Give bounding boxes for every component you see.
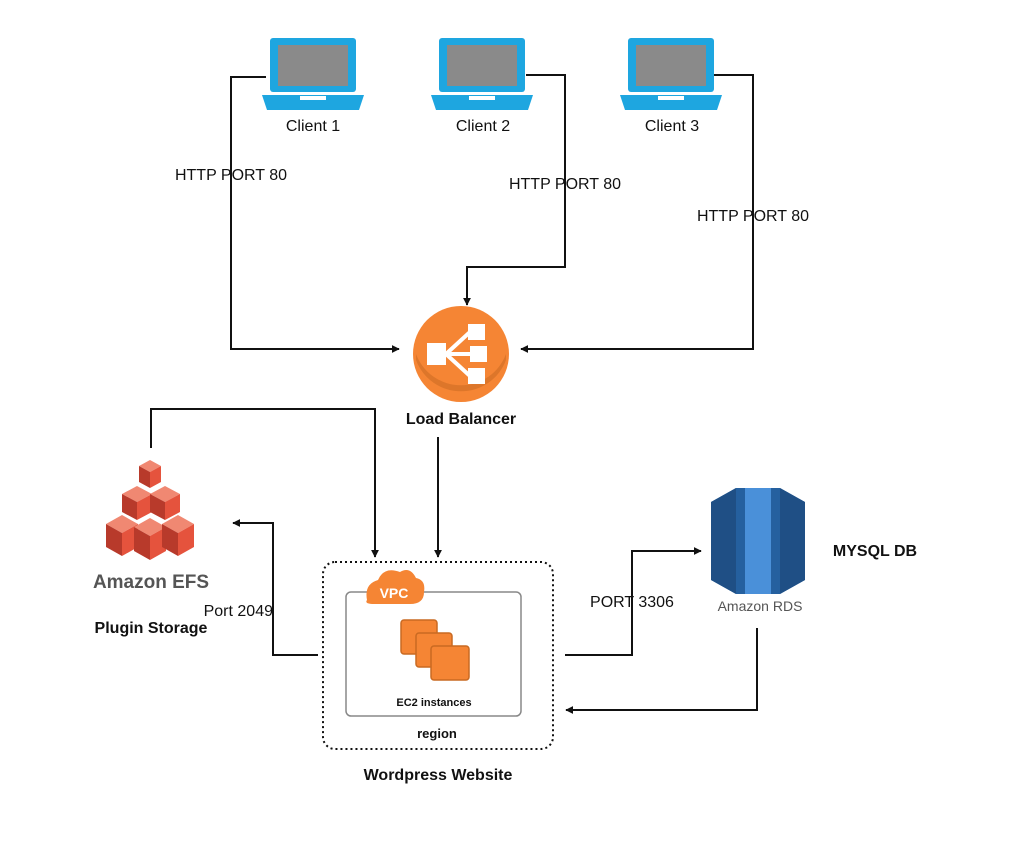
client2-to-lb-connector bbox=[463, 74, 566, 306]
website-to-efs-connector bbox=[232, 519, 318, 656]
rds-database-icon bbox=[711, 488, 805, 594]
load-balancer: Load Balancer bbox=[406, 306, 516, 428]
laptop-icon bbox=[262, 38, 364, 110]
client-3-protocol-label: HTTP PORT 80 bbox=[697, 208, 809, 225]
load-balancer-icon bbox=[413, 306, 509, 402]
website-title: Wordpress Website bbox=[364, 767, 513, 784]
rds-port-label: PORT 3306 bbox=[590, 594, 674, 611]
client-2-protocol-label: HTTP PORT 80 bbox=[509, 176, 621, 193]
rds-product-label: Amazon RDS bbox=[718, 598, 803, 614]
vpc-label: VPC bbox=[380, 585, 409, 601]
rds-to-website-connector bbox=[565, 628, 758, 714]
efs-product-label: Amazon EFS bbox=[93, 572, 209, 593]
ec2-instances-icon bbox=[400, 619, 470, 681]
region-label: region bbox=[417, 726, 457, 741]
efs-port-label: Port 2049 bbox=[204, 603, 273, 620]
client-3: Client 3 bbox=[620, 38, 722, 135]
region-boundary bbox=[322, 561, 554, 750]
client3-to-lb-connector bbox=[520, 74, 754, 353]
wordpress-website: VPC EC2 instances region Wordpress Websi… bbox=[322, 561, 554, 784]
vpc-cloud-icon: VPC bbox=[366, 570, 425, 604]
website-to-rds-connector bbox=[565, 547, 702, 656]
client-1-protocol-label: HTTP PORT 80 bbox=[175, 167, 287, 184]
amazon-rds: Amazon RDS MYSQL DB bbox=[711, 488, 917, 614]
vpc-boundary bbox=[345, 591, 522, 717]
connectors bbox=[150, 74, 758, 714]
client-1: Client 1 bbox=[262, 38, 364, 135]
ec2-instances-label: EC2 instances bbox=[396, 697, 471, 709]
rds-role-label: MYSQL DB bbox=[833, 543, 917, 560]
laptop-icon bbox=[431, 38, 533, 110]
efs-to-website-connector bbox=[150, 408, 379, 558]
client-2-label: Client 2 bbox=[456, 118, 510, 135]
efs-role-label: Plugin Storage bbox=[95, 620, 208, 637]
efs-icon bbox=[106, 460, 194, 560]
laptop-icon bbox=[620, 38, 722, 110]
client-3-label: Client 3 bbox=[645, 118, 699, 135]
client-1-label: Client 1 bbox=[286, 118, 340, 135]
amazon-efs: Amazon EFS Plugin Storage bbox=[93, 460, 209, 637]
load-balancer-label: Load Balancer bbox=[406, 411, 516, 428]
client1-to-lb-connector bbox=[230, 76, 400, 353]
client-2: Client 2 bbox=[431, 38, 533, 135]
